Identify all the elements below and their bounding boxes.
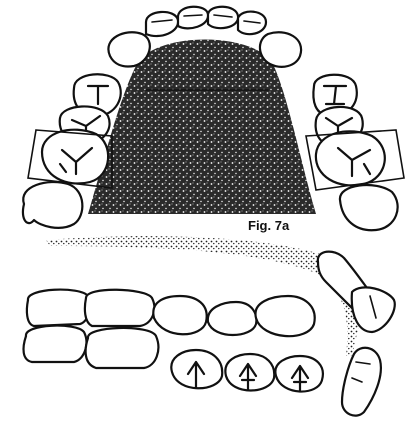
- upper-right-teeth: [306, 75, 404, 230]
- figure-caption: Fig. 7a: [248, 218, 289, 233]
